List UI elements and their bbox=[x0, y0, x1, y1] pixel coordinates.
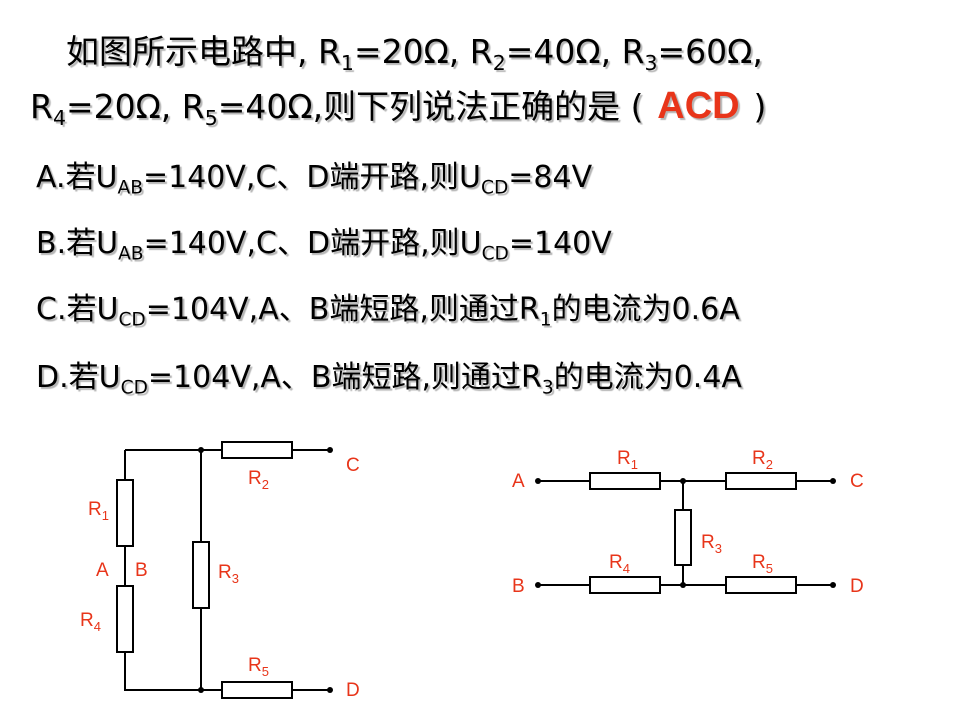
left-terminal-b: B bbox=[135, 560, 148, 581]
right-label-r5: R5 bbox=[752, 552, 773, 576]
option-d: D.若UCD=104V,A、B端短路,则通过R3的电流为0.4A bbox=[36, 360, 742, 399]
left-terminal-c: C bbox=[346, 455, 360, 476]
sub-3: 3 bbox=[644, 51, 658, 76]
option-a-part1: A.若U bbox=[36, 160, 118, 195]
option-d-part2: =104V,A、B端短路,则通过R bbox=[147, 360, 542, 395]
right-terminal-b: B bbox=[512, 576, 525, 597]
question-line-2: R4=20Ω, R5=40Ω,则下列说法正确的是 ( ACD) bbox=[30, 85, 767, 131]
option-b-part2: =140V,C、D端开路,则U bbox=[143, 226, 482, 261]
right-label-r2: R2 bbox=[752, 448, 773, 472]
option-d-sub2: 3 bbox=[541, 377, 554, 399]
right-resistor-r4 bbox=[589, 576, 661, 594]
option-a-part2: =140V,C、D端开路,则U bbox=[142, 160, 481, 195]
option-c-part3: 的电流为0.6A bbox=[551, 292, 740, 327]
right-terminal-d-dot bbox=[830, 582, 836, 588]
left-terminal-c-dot bbox=[327, 447, 333, 453]
r4-value: =20Ω, R bbox=[65, 87, 205, 126]
option-a-sub2: CD bbox=[480, 177, 509, 199]
question-prefix: 如图所示电路中, R bbox=[66, 32, 341, 71]
option-b: B.若UAB=140V,C、D端开路,则UCD=140V bbox=[36, 226, 612, 265]
option-a: A.若UAB=140V,C、D端开路,则UCD=84V bbox=[36, 160, 593, 199]
sub-2: 2 bbox=[492, 51, 506, 76]
r2-value: =40Ω, R bbox=[505, 32, 645, 71]
option-b-part3: =140V bbox=[508, 226, 612, 261]
option-c-part2: =104V,A、B端短路,则通过R bbox=[145, 292, 540, 327]
option-d-part3: 的电流为0.4A bbox=[553, 360, 742, 395]
option-c-sub1: CD bbox=[118, 309, 146, 331]
circuit-diagram-right: R1 R2 R3 R4 R5 A B C D bbox=[512, 448, 864, 597]
left-label-r1: R1 bbox=[88, 499, 109, 523]
right-resistor-r5 bbox=[725, 576, 797, 594]
option-a-part3: =84V bbox=[508, 160, 593, 195]
left-terminal-d-dot bbox=[327, 687, 333, 693]
close-paren: ) bbox=[753, 87, 767, 126]
right-label-r3: R3 bbox=[701, 532, 722, 556]
circuit-diagram-left: R1 R2 R3 R4 R5 A B C D bbox=[80, 441, 360, 701]
right-terminal-c-dot bbox=[830, 478, 836, 484]
r4-symbol: R bbox=[30, 87, 53, 126]
sub-4: 4 bbox=[52, 106, 66, 131]
right-terminal-d: D bbox=[850, 576, 864, 597]
left-label-r5: R5 bbox=[248, 655, 269, 679]
option-c-sub2: 1 bbox=[539, 309, 552, 331]
sub-1: 1 bbox=[340, 51, 354, 76]
option-d-part1: D.若U bbox=[36, 360, 121, 395]
right-label-r1: R1 bbox=[617, 448, 638, 472]
left-label-r4: R4 bbox=[80, 610, 101, 634]
left-terminal-d: D bbox=[346, 680, 360, 701]
left-resistor-r3 bbox=[192, 541, 210, 609]
left-junction-top bbox=[198, 447, 204, 453]
option-b-sub1: AB bbox=[118, 243, 144, 265]
right-label-r4: R4 bbox=[609, 552, 630, 576]
left-resistor-r2 bbox=[221, 441, 293, 459]
option-b-sub2: CD bbox=[481, 243, 509, 265]
right-terminal-a: A bbox=[512, 471, 525, 492]
right-resistor-r3 bbox=[674, 509, 692, 566]
right-resistor-r2 bbox=[725, 472, 797, 490]
option-c-part1: C.若U bbox=[36, 292, 119, 327]
right-terminal-b-dot bbox=[535, 582, 541, 588]
left-resistor-r1 bbox=[116, 479, 134, 547]
question-line-1: 如图所示电路中, R1=20Ω, R2=40Ω, R3=60Ω, bbox=[66, 32, 763, 76]
left-label-r2: R2 bbox=[248, 468, 269, 492]
right-junction-bottom bbox=[680, 582, 686, 588]
left-junction-bottom bbox=[198, 687, 204, 693]
option-b-part1: B.若U bbox=[36, 226, 119, 261]
r5-value: =40Ω,则下列说法正确的是 ( bbox=[217, 87, 644, 126]
option-d-sub1: CD bbox=[120, 377, 148, 399]
sub-5: 5 bbox=[204, 106, 218, 131]
option-a-sub1: AB bbox=[117, 177, 143, 199]
r3-value: =60Ω, bbox=[657, 32, 763, 71]
r1-value: =20Ω, R bbox=[353, 32, 493, 71]
right-junction-top bbox=[680, 478, 686, 484]
option-c: C.若UCD=104V,A、B端短路,则通过R1的电流为0.6A bbox=[36, 292, 740, 331]
left-terminal-a: A bbox=[96, 560, 109, 581]
left-resistor-r5 bbox=[221, 681, 293, 699]
right-terminal-a-dot bbox=[535, 478, 541, 484]
left-resistor-r4 bbox=[116, 585, 134, 653]
answer: ACD bbox=[657, 85, 740, 127]
left-label-r3: R3 bbox=[218, 562, 239, 586]
right-resistor-r1 bbox=[589, 472, 661, 490]
right-terminal-c: C bbox=[850, 471, 864, 492]
